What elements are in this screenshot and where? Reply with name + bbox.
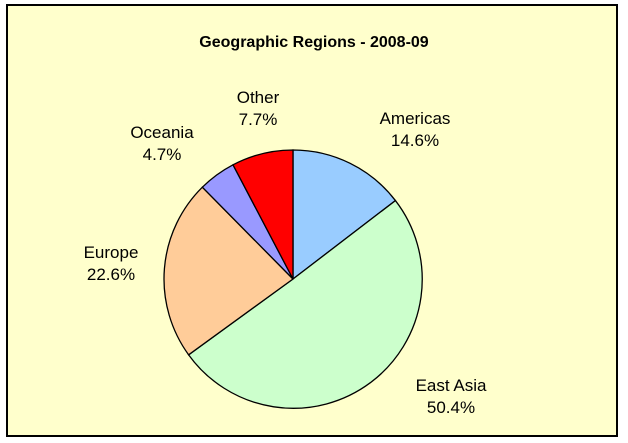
slice-label-east-asia: East Asia bbox=[416, 376, 487, 395]
slice-value-europe: 22.6% bbox=[87, 265, 135, 284]
pie-slice-other bbox=[232, 149, 294, 280]
pie-labels: Americas 14.6% East Asia 50.4% Europe 22.6% Oc… bbox=[84, 88, 487, 417]
pie-slice-east-asia bbox=[187, 199, 423, 409]
slice-label-americas: Americas bbox=[380, 109, 451, 128]
slice-value-americas: 14.6% bbox=[391, 131, 439, 150]
pie-slices bbox=[163, 149, 423, 409]
chart-title: Geographic Regions - 2008-09 bbox=[199, 34, 429, 51]
slice-value-east-asia: 50.4% bbox=[427, 398, 475, 417]
slice-label-europe: Europe bbox=[84, 243, 139, 262]
slice-value-oceania: 4.7% bbox=[143, 145, 182, 164]
slice-value-other: 7.7% bbox=[239, 110, 278, 129]
slice-label-oceania: Oceania bbox=[130, 123, 194, 142]
pie-slice-europe bbox=[163, 186, 294, 356]
pie-slice-americas bbox=[292, 149, 397, 281]
slice-label-other: Other bbox=[237, 88, 280, 107]
